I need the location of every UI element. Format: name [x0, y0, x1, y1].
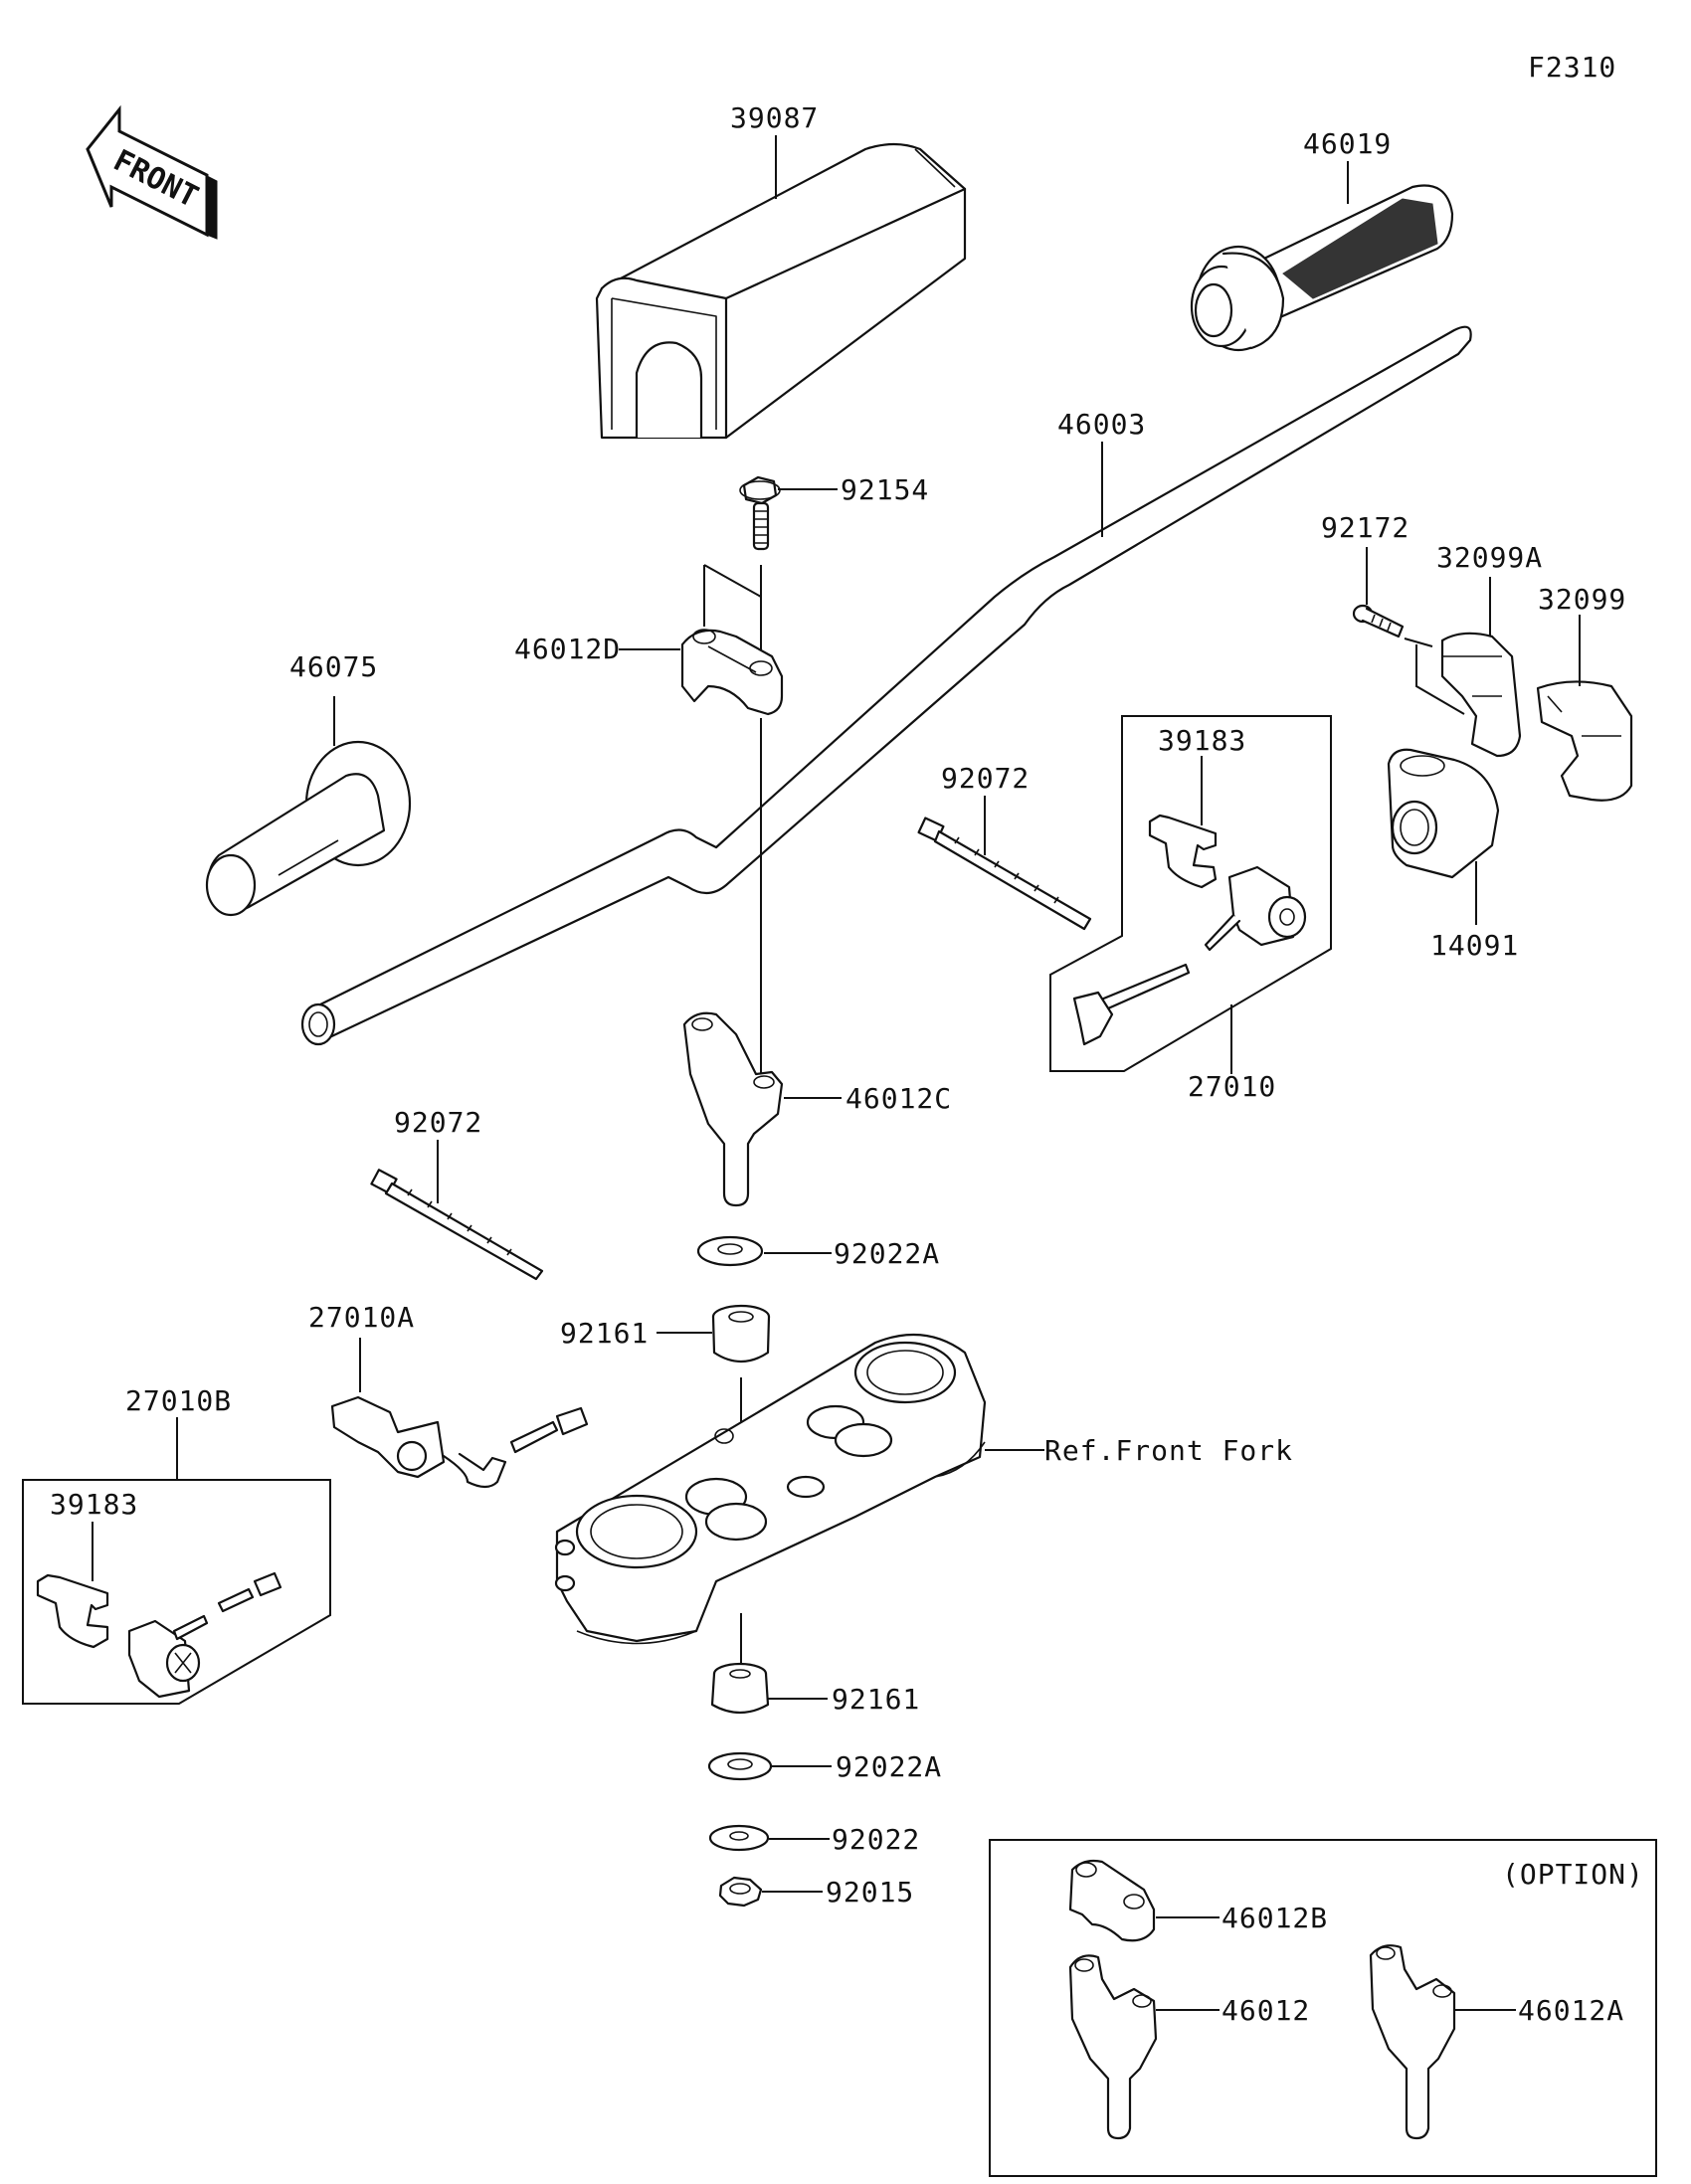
assembly-box-27010B	[22, 1479, 331, 1705]
nut[interactable]	[718, 1876, 763, 1908]
option-holder[interactable]	[1068, 1954, 1158, 2140]
part-label-32099A[interactable]: 32099A	[1436, 541, 1543, 574]
damper-top[interactable]	[711, 1304, 771, 1364]
part-label-39183-left[interactable]: 39183	[50, 1488, 138, 1521]
cable-band-right[interactable]	[917, 817, 1092, 931]
part-label-39087[interactable]: 39087	[730, 101, 819, 134]
reference-note: Ref.Front Fork	[1044, 1434, 1293, 1467]
switch-left-b[interactable]	[127, 1571, 282, 1699]
part-label-92022A-bottom[interactable]: 92022A	[836, 1750, 942, 1783]
diagram-code: F2310	[1528, 51, 1616, 84]
part-label-92015[interactable]: 92015	[826, 1876, 914, 1909]
part-label-92022[interactable]: 92022	[832, 1823, 920, 1856]
option-box-title: (OPTION)	[1502, 1858, 1644, 1891]
part-label-27010[interactable]: 27010	[1188, 1070, 1276, 1103]
alignment-lines	[703, 564, 762, 652]
switch-left-a[interactable]	[330, 1395, 589, 1489]
damper-bottom[interactable]	[710, 1662, 770, 1715]
part-label-46075[interactable]: 46075	[289, 650, 378, 683]
upper-triple-clamp[interactable]	[554, 1333, 987, 1645]
part-label-27010B[interactable]: 27010B	[125, 1384, 232, 1417]
part-label-46012B[interactable]: 46012B	[1221, 1902, 1328, 1934]
switch-cover[interactable]	[1536, 680, 1633, 802]
part-label-46019[interactable]: 46019	[1303, 127, 1392, 160]
assembly-box-27010	[1049, 715, 1332, 1072]
switch-cover-a[interactable]	[1440, 632, 1522, 758]
part-label-92161-bottom[interactable]: 92161	[832, 1683, 920, 1716]
part-label-46003[interactable]: 46003	[1057, 408, 1146, 441]
part-label-32099[interactable]: 32099	[1538, 583, 1626, 616]
part-label-46012D[interactable]: 46012D	[514, 633, 621, 665]
part-label-39183-right[interactable]: 39183	[1158, 724, 1246, 757]
cable-band-left[interactable]	[370, 1169, 544, 1281]
throttle-housing[interactable]	[1387, 748, 1500, 879]
part-label-27010A[interactable]: 27010A	[308, 1301, 415, 1334]
part-label-92072-right[interactable]: 92072	[941, 762, 1030, 795]
part-label-92161-top[interactable]: 92161	[560, 1317, 649, 1350]
part-label-92072-left[interactable]: 92072	[394, 1106, 482, 1139]
alignment-lines	[1404, 637, 1465, 715]
switch-right[interactable]	[1072, 865, 1307, 1046]
washer-a-bottom[interactable]	[707, 1751, 773, 1781]
washer[interactable]	[708, 1824, 770, 1852]
part-label-92172[interactable]: 92172	[1321, 511, 1409, 544]
switch-bolt[interactable]	[1352, 604, 1405, 638]
front-arrow-icon: FRONT	[86, 104, 218, 240]
upper-clamp[interactable]	[680, 629, 784, 716]
clip-right[interactable]	[1148, 814, 1218, 889]
handlebar[interactable]	[300, 325, 1472, 1046]
part-label-46012C[interactable]: 46012C	[846, 1082, 952, 1115]
handlebar-pad[interactable]	[595, 142, 967, 440]
part-label-14091[interactable]: 14091	[1430, 929, 1519, 962]
left-grip[interactable]	[205, 740, 412, 917]
part-label-92022A-top[interactable]: 92022A	[834, 1237, 940, 1270]
option-holder-a[interactable]	[1369, 1944, 1456, 2140]
right-grip[interactable]	[1190, 184, 1454, 352]
option-clamp-b[interactable]	[1068, 1859, 1156, 1942]
part-label-92154[interactable]: 92154	[841, 473, 929, 506]
clip-left[interactable]	[36, 1573, 109, 1649]
part-label-46012A[interactable]: 46012A	[1518, 1994, 1624, 2027]
part-label-46012[interactable]: 46012	[1221, 1994, 1310, 2027]
lower-holder[interactable]	[682, 1011, 784, 1207]
washer-a-top[interactable]	[696, 1235, 764, 1267]
clamp-bolt[interactable]	[739, 475, 781, 551]
option-box	[989, 1839, 1657, 2177]
